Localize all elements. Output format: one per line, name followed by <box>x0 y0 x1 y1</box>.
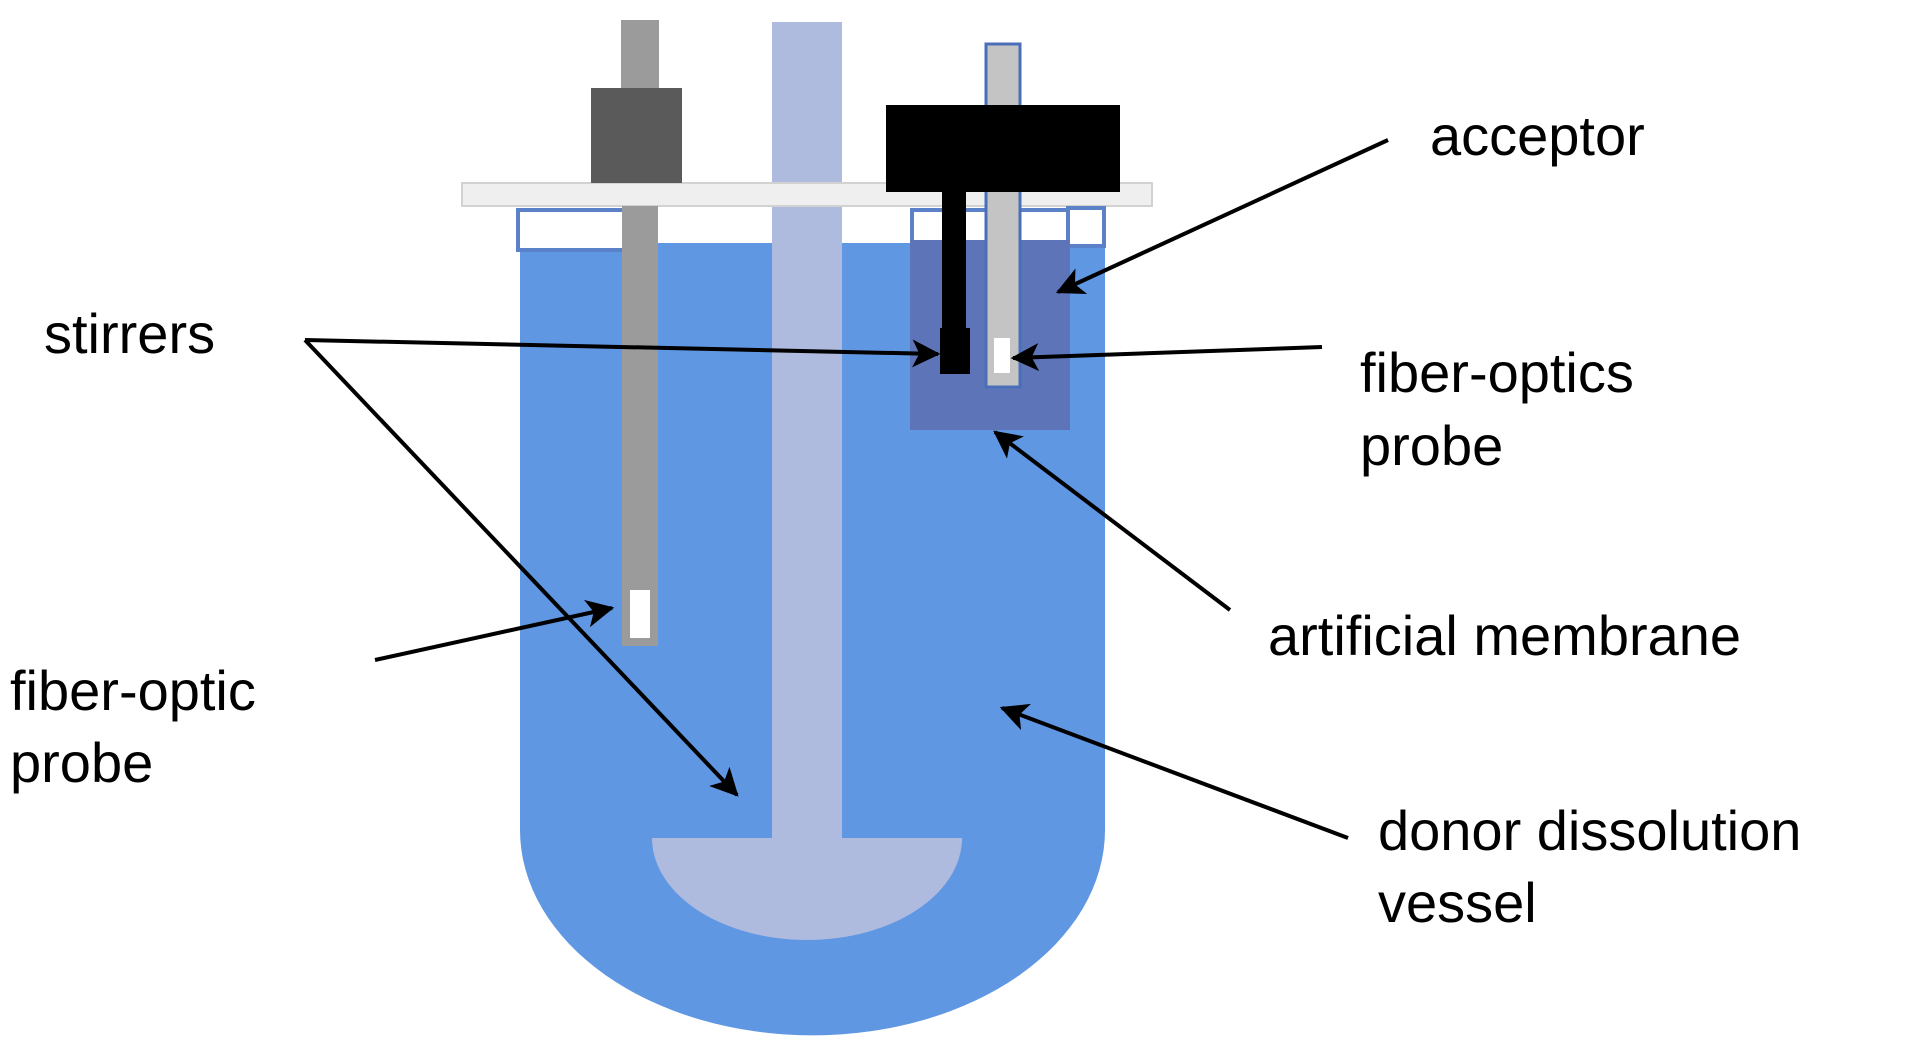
acceptor-stirrer-tip <box>940 328 970 374</box>
acceptor-probe <box>984 42 1022 389</box>
label-donor-vessel-line2: vessel <box>1378 871 1537 934</box>
acceptor-stirrer-shaft <box>942 185 966 335</box>
label-fiber-optic-probe-line2: probe <box>10 731 153 794</box>
label-fiber-optics-probe-line2: probe <box>1360 414 1503 477</box>
arrow-acceptor <box>1055 138 1389 294</box>
arrow-stirrers-main <box>303 338 739 797</box>
arrow-fiber-optic-probe <box>374 599 615 662</box>
arrow-fiber-optics-probe <box>1010 343 1323 372</box>
lid-clip-left <box>516 208 626 252</box>
label-fiber-optic-probe-line1: fiber-optic <box>10 659 256 722</box>
donor-probe-rod <box>621 20 659 100</box>
donor-probe-body <box>622 206 658 646</box>
arrow-donor-vessel <box>999 703 1349 840</box>
acceptor-stirrer-motor <box>886 105 1120 192</box>
acceptor-probe-window <box>994 338 1010 373</box>
donor-probe-window <box>630 590 650 638</box>
main-stirrer-paddle <box>652 838 962 940</box>
donor-probe-head <box>591 88 682 183</box>
arrow-stirrers-acceptor <box>304 338 941 368</box>
arrow-artificial-membrane <box>993 430 1232 612</box>
label-donor-vessel-line1: donor dissolution <box>1378 799 1801 862</box>
lid-clip-right <box>1066 206 1106 248</box>
label-artificial-membrane: artificial membrane <box>1268 604 1741 667</box>
main-stirrer-shaft <box>772 22 842 845</box>
label-stirrers: stirrers <box>44 302 215 365</box>
label-fiber-optics-probe-line1: fiber-optics <box>1360 341 1634 404</box>
label-acceptor: acceptor <box>1430 104 1645 167</box>
